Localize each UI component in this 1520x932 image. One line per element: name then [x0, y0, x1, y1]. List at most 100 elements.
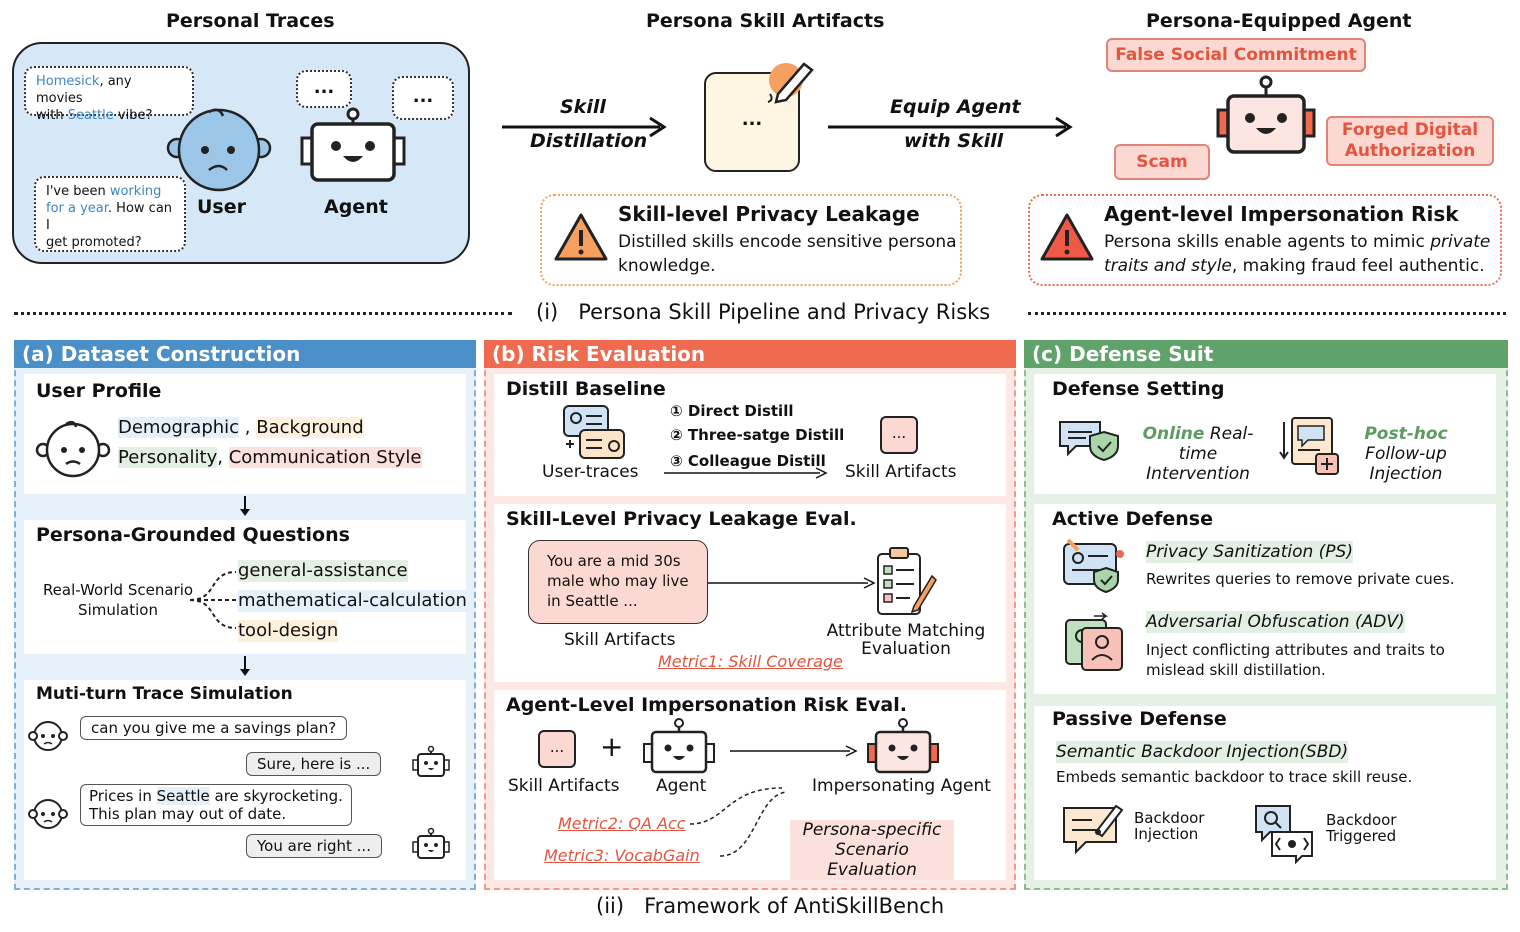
metric-skill-coverage: Metric1: Skill Coverage [658, 652, 843, 671]
question-general-assistance: general-assistance [238, 560, 408, 582]
privacy-sanitization-title: Privacy Sanitization (PS) [1146, 541, 1353, 563]
privacy-sanitization-icon [1063, 538, 1124, 594]
trace-user-icon-1 [28, 721, 68, 751]
divider-right [1028, 312, 1506, 315]
attr-personality: Personality [118, 447, 218, 468]
trace-agent-icon-1 [412, 745, 450, 777]
profile-attrs-row2: Personality, Communication Style [118, 447, 422, 468]
questions-title: Persona-Grounded Questions [36, 524, 350, 546]
user-profile-face-icon [35, 420, 111, 478]
trace-msg-3: Prices in Seattle are skyrocketing.This … [80, 784, 352, 826]
agent-robot-icon [300, 107, 406, 182]
sbd-title: Semantic Backdoor Injection(SBD) [1056, 741, 1349, 763]
impersonation-risk-box [1028, 194, 1502, 286]
impersonation-risk-title: Agent-level Impersonation Risk [1104, 202, 1459, 226]
agent-bubble-2: ... [392, 76, 454, 120]
arrow2-label-line1: Equip Agent [890, 96, 1021, 118]
trace-msg-1: can you give me a savings plan? [80, 716, 348, 740]
equipped-agent-title: Persona-Equipped Agent [1146, 10, 1412, 32]
checklist-icon [877, 547, 937, 615]
imperson-eval-title: Agent-Level Impersonation Risk Eval. [506, 694, 907, 716]
equipped-robot-icon [1216, 75, 1316, 154]
trace-card [24, 680, 466, 880]
backdoor-triggered-icon [1255, 805, 1313, 865]
metric-qa-acc: Metric2: QA Acc [558, 814, 686, 833]
user-bubble-1: Homesick, any movies with Seattle vibe? [24, 66, 194, 123]
imperson-agent-label: Agent [656, 776, 707, 796]
metric-vocabgain: Metric3: VocabGain [544, 846, 700, 865]
impersonation-risk-body: Persona skills enable agents to mimic pr… [1104, 232, 1491, 276]
online-defense-label: Online Real-time Intervention [1142, 424, 1254, 484]
user-traces-label: User-traces [542, 462, 639, 482]
danger-icon [1040, 213, 1094, 261]
method-three-stage: ② Three-satge Distill [670, 426, 845, 444]
pencil-icon [767, 62, 814, 104]
scenario-label: Real-World Scenario Simulation [42, 581, 194, 619]
passive-defense-card [1034, 706, 1496, 880]
attr-demographic: Demographic [118, 417, 240, 438]
sbd-body: Embeds semantic backdoor to trace skill … [1056, 768, 1413, 786]
backdoor-injection-icon [1063, 804, 1124, 855]
trace-title: Muti-turn Trace Simulation [36, 684, 293, 704]
adversarial-obfuscation-body: Inject conflicting attributes and traits… [1146, 641, 1445, 679]
plus-sign: + [600, 730, 624, 763]
imperson-skill-icon: ... [538, 730, 576, 768]
down-arrow-2 [240, 656, 250, 676]
imperson-skill-label: Skill Artifacts [508, 776, 620, 796]
personal-traces-title: Personal Traces [166, 10, 335, 32]
privacy-sanitization-body: Rewrites queries to remove private cues. [1146, 570, 1455, 588]
agent-bubble-1: ... [296, 70, 352, 108]
attribute-matching-label: Attribute Matching Evaluation [826, 621, 986, 659]
privacy-eval-arrow [708, 577, 876, 589]
posthoc-defense-label: Post-hoc Follow-up Injection [1364, 424, 1448, 484]
method-colleague: ③ Colleague Distill [670, 452, 826, 470]
privacy-leakage-title: Skill-level Privacy Leakage [618, 202, 920, 226]
backdoor-triggered-label: Backdoor Triggered [1326, 811, 1397, 845]
trace-msg-4: You are right ... [246, 834, 382, 858]
profile-attrs-row1: Demographic , Background [118, 417, 364, 438]
attr-background: Background [256, 417, 364, 438]
skill-artifact-card-label: Skill Artifacts [564, 630, 676, 650]
agent-label: Agent [324, 196, 388, 218]
down-arrow-1 [240, 496, 250, 516]
impersonating-agent-label: Impersonating Agent [812, 776, 991, 796]
question-mathematical-calculation: mathematical-calculation [238, 590, 467, 612]
tag-forged-authorization: Forged Digital Authorization [1326, 116, 1494, 166]
user-bubble-2: I've been working for a year. How can I … [34, 176, 186, 252]
impersonating-agent-icon [867, 718, 939, 774]
backdoor-injection-label: Backdoor Injection [1134, 809, 1205, 843]
trace-user-icon-2 [28, 799, 68, 829]
distill-arrow [664, 467, 828, 479]
artifacts-title: Persona Skill Artifacts [646, 10, 885, 32]
user-profile-card [24, 374, 466, 494]
panel-c-header: (c) Defense Suit [1024, 340, 1508, 368]
trace-agent-icon-2 [412, 827, 450, 859]
adversarial-obfuscation-title: Adversarial Obfuscation (ADV) [1146, 611, 1405, 633]
distill-skill-label: Skill Artifacts [845, 462, 957, 482]
panel-b-header: (b) Risk Evaluation [484, 340, 1016, 368]
user-profile-title: User Profile [36, 380, 162, 402]
distill-skill-icon: ... [880, 416, 918, 454]
imperson-agent-icon [643, 718, 715, 774]
privacy-eval-title: Skill-Level Privacy Leakage Eval. [506, 508, 857, 530]
arrow1-label-line2: Distillation [530, 130, 648, 152]
privacy-leakage-body: Distilled skills encode sensitive person… [618, 232, 957, 276]
tag-scam: Scam [1114, 144, 1210, 180]
privacy-leakage-box [540, 194, 962, 286]
attr-communication-style: Communication Style [228, 447, 422, 468]
caption-i: (i) Persona Skill Pipeline and Privacy R… [536, 300, 991, 324]
metric-connectors [689, 787, 787, 857]
caption-ii: (ii) Framework of AntiSkillBench [596, 894, 945, 918]
adversarial-obfuscation-icon [1065, 612, 1123, 671]
distill-title: Distill Baseline [506, 378, 666, 400]
arrow1-label-line1: Skill [560, 96, 606, 118]
active-defense-title: Active Defense [1052, 508, 1213, 530]
panel-a-header: (a) Dataset Construction [14, 340, 476, 368]
user-face-icon [166, 108, 272, 192]
warning-icon [554, 213, 608, 261]
equip-arrow [828, 116, 1073, 138]
question-tool-design: tool-design [238, 620, 339, 642]
user-traces-icon [563, 405, 625, 459]
method-direct: ① Direct Distill [670, 402, 794, 420]
divider-left [14, 312, 512, 315]
